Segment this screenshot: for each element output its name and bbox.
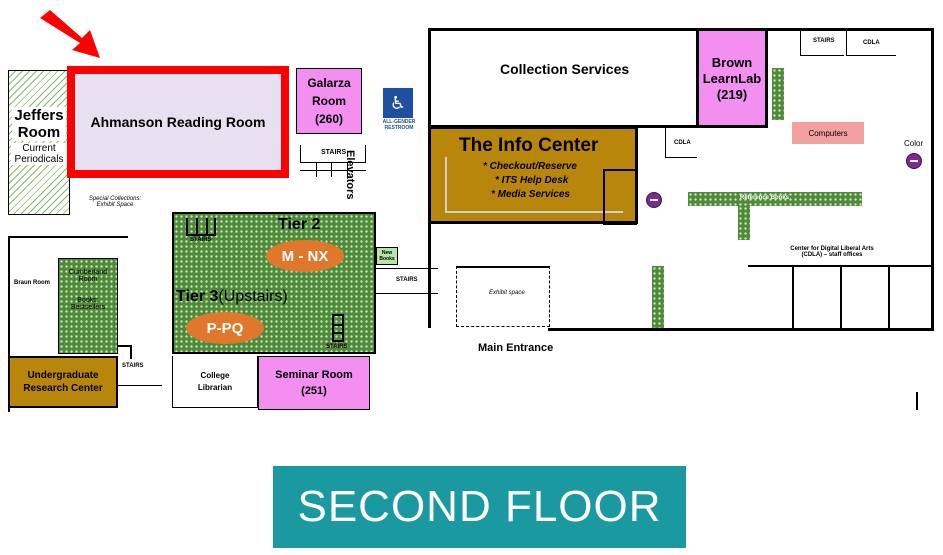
new-books-label: New Books bbox=[379, 250, 395, 262]
stairs-icon bbox=[186, 218, 216, 236]
main-entrance-label: Main Entrance bbox=[478, 342, 554, 354]
bestsellers-label: Books: Bestsellers bbox=[70, 297, 106, 311]
cdla-label: CDLA bbox=[674, 140, 691, 146]
computers-label: Computers bbox=[808, 128, 848, 138]
undergrad-label: Undergraduate Research Center bbox=[23, 370, 103, 394]
cumberland-label: Cumberland Room bbox=[68, 269, 108, 283]
stack-vertical-2 bbox=[652, 266, 664, 328]
tier3-label: Tier 3(Upstairs) bbox=[176, 288, 288, 305]
exhibit-space-label: Exhibit space bbox=[489, 290, 525, 296]
floor-banner: SECOND FLOOR bbox=[273, 466, 686, 548]
cdla-label: CDLA bbox=[863, 40, 880, 46]
floor-banner-label: SECOND FLOOR bbox=[297, 482, 662, 531]
info-inner-room bbox=[603, 169, 637, 225]
color-label: Color bbox=[904, 139, 924, 148]
galarza-label: Galarza Room (260) bbox=[307, 76, 351, 126]
ahmanson-label: Ahmanson Reading Room bbox=[90, 114, 266, 130]
tier2-range-badge: M - NX bbox=[266, 240, 344, 272]
stairs-galarza[interactable]: STAIRS bbox=[300, 145, 366, 163]
galarza-room[interactable]: Galarza Room (260) bbox=[296, 68, 362, 134]
stairs-top-right[interactable]: STAIRS bbox=[800, 30, 844, 56]
tier3-note: (Upstairs) bbox=[218, 288, 288, 305]
tier2-range: M - NX bbox=[281, 247, 329, 265]
brown-learnlab-label: Brown LearnLab bbox=[702, 54, 762, 86]
tier3-range-badge: P-PQ bbox=[186, 312, 264, 344]
college-librarian-label: College Librarian bbox=[197, 370, 233, 392]
stairs-label: STAIRS bbox=[190, 237, 212, 243]
college-librarian-office[interactable]: College Librarian bbox=[172, 356, 258, 408]
undergraduate-research-center[interactable]: Undergraduate Research Center bbox=[8, 356, 118, 408]
info-center[interactable]: The Info Center * Checkout/Reserve * ITS… bbox=[428, 126, 638, 225]
elevators-label: Elevators bbox=[344, 150, 356, 200]
cdla-room-mid[interactable]: CDLA bbox=[665, 128, 697, 158]
computers-area[interactable]: Computers bbox=[792, 122, 864, 144]
brown-learnlab-number: (219) bbox=[716, 86, 748, 102]
seminar-room-number: (251) bbox=[301, 385, 327, 397]
stairs-label: STAIRS bbox=[813, 38, 835, 44]
info-center-title: The Info Center bbox=[459, 135, 599, 156]
new-books-display[interactable]: New Books bbox=[376, 247, 398, 265]
current-periodicals-label: Current Periodicals bbox=[11, 143, 67, 165]
floor-plan: Jeffers Room Current Periodicals Ahmanso… bbox=[8, 10, 934, 412]
seminar-room[interactable]: Seminar Room (251) bbox=[258, 356, 370, 410]
brown-learnlab[interactable]: Brown LearnLab (219) bbox=[696, 28, 768, 128]
cumberland-room[interactable]: Cumberland Room Books: Bestsellers bbox=[58, 258, 118, 354]
braun-room-label: Braun Room bbox=[14, 280, 50, 286]
printer-icon[interactable] bbox=[646, 192, 662, 208]
stairs-label: STAIRS bbox=[326, 344, 348, 350]
exhibit-space[interactable]: Exhibit space bbox=[456, 266, 550, 327]
stairs-label: STAIRS bbox=[396, 277, 418, 283]
reference-books-shelf: Reference Books bbox=[688, 192, 862, 206]
reference-books-label: Reference Books bbox=[740, 195, 790, 201]
cdla-staff-label: Center for Digital Liberal Arts (CDLA) –… bbox=[790, 246, 874, 258]
info-desk-outline bbox=[445, 157, 623, 213]
collection-services-label: Collection Services bbox=[500, 61, 630, 77]
stairs-icon bbox=[332, 314, 344, 342]
info-item-checkout: * Checkout/Reserve bbox=[483, 161, 577, 172]
tier3-range: P-PQ bbox=[206, 319, 244, 337]
tier-stacks[interactable]: Tier 2 M - NX Tier 3(Upstairs) P-PQ STAI… bbox=[172, 212, 376, 354]
special-collections-label: Special Collections: Exhibit Space bbox=[88, 196, 142, 208]
color-printer-icon[interactable] bbox=[906, 153, 922, 169]
jeffers-room[interactable]: Jeffers Room Current Periodicals bbox=[8, 70, 70, 215]
jeffers-room-label: Jeffers Room bbox=[12, 107, 66, 141]
info-item-media: * Media Services bbox=[491, 189, 570, 200]
stairs-label: STAIRS bbox=[321, 149, 347, 156]
stairs-tier[interactable]: STAIRS bbox=[376, 268, 438, 294]
ahmanson-reading-room[interactable]: Ahmanson Reading Room bbox=[67, 66, 289, 178]
stack-vertical-1 bbox=[772, 68, 784, 120]
cdla-room-top[interactable]: CDLA bbox=[846, 30, 896, 56]
stairs-label: STAIRS bbox=[122, 363, 144, 369]
red-arrow-icon bbox=[40, 10, 100, 58]
cdla-offices[interactable] bbox=[748, 265, 934, 328]
stairs-steps bbox=[300, 170, 366, 171]
info-item-its: * ITS Help Desk bbox=[495, 175, 569, 186]
tier2-label: Tier 2 bbox=[278, 216, 321, 233]
restroom-label: ALL-GENDER RESTROOM bbox=[382, 119, 416, 131]
reference-books-stem bbox=[738, 206, 750, 240]
restroom-icon: ♿ bbox=[383, 88, 413, 118]
stairs-undergrad[interactable]: STAIRS bbox=[118, 345, 164, 393]
seminar-room-label: Seminar Room bbox=[275, 369, 353, 381]
